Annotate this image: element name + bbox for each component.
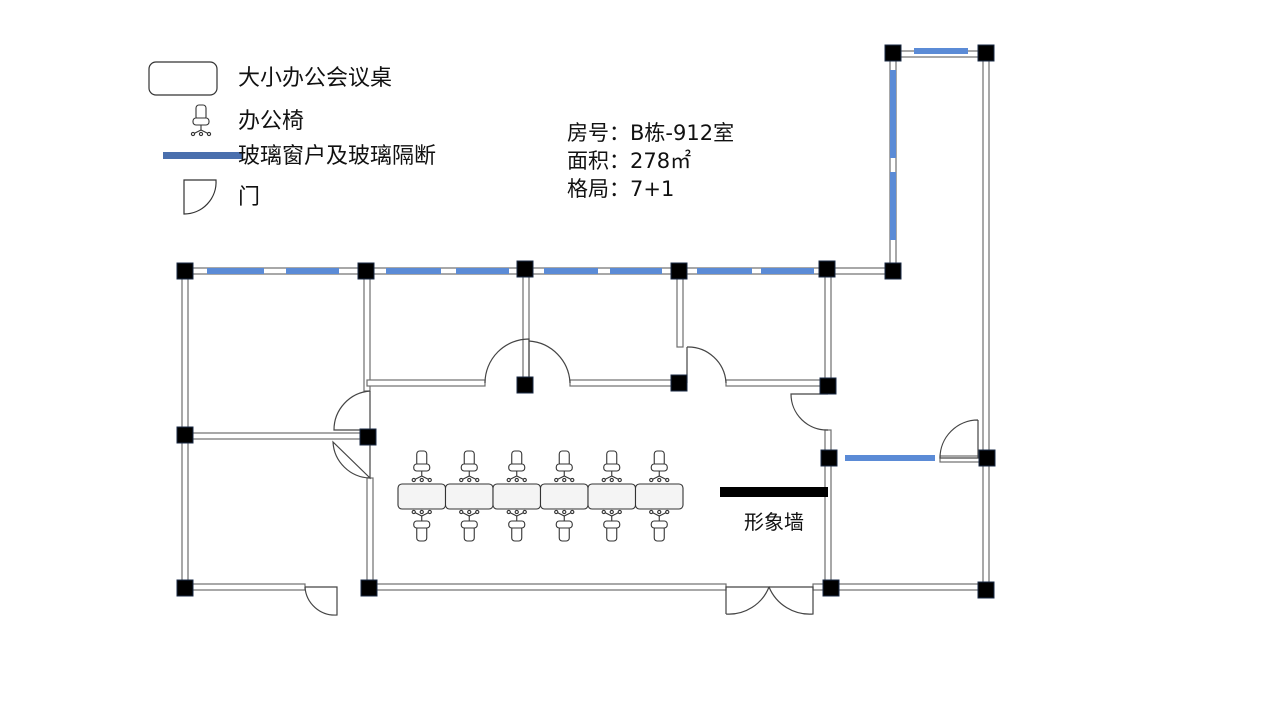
wall-bottom-left [186, 583, 306, 591]
legend-door-icon [183, 179, 217, 215]
column-10 [359, 428, 377, 446]
wall-h-office-bottom-a [366, 379, 486, 387]
column-19 [977, 581, 995, 599]
column-13 [819, 377, 837, 395]
door-main-right[interactable] [768, 586, 814, 615]
door-left-upper[interactable] [333, 390, 371, 431]
wall-v3 [676, 270, 684, 348]
column-1 [176, 262, 194, 280]
wall-top-connector [826, 267, 894, 275]
area-line: 面积：278㎡ [567, 148, 691, 174]
legend-chair-icon [190, 104, 212, 137]
chair-bottom-3 [506, 509, 527, 542]
legend-icons [148, 61, 243, 215]
door-office-a[interactable] [484, 338, 530, 384]
chair-bottom-1 [411, 509, 432, 542]
room-number-value: B栋-912室 [630, 121, 735, 145]
column-7 [884, 44, 902, 62]
legend-door-label: 门 [238, 185, 261, 210]
column-15 [978, 449, 996, 467]
column-17 [360, 579, 378, 597]
layout-key: 格局： [567, 177, 630, 201]
column-5 [818, 260, 836, 278]
legend-table-icon [148, 61, 218, 96]
column-12 [670, 374, 688, 392]
column-3 [516, 260, 534, 278]
chair-top-5 [601, 450, 622, 483]
column-18 [822, 579, 840, 597]
wall-h-left-rooms [185, 432, 369, 440]
room-number-key: 房号： [567, 121, 630, 145]
column-2 [357, 262, 375, 280]
door-bottom-left[interactable] [304, 586, 338, 616]
glass-partitions [207, 48, 968, 461]
chair-bottom-4 [554, 509, 575, 542]
layout-line: 格局：7+1 [567, 176, 674, 202]
conference-table-2 [444, 483, 494, 510]
conference-table-4 [539, 483, 589, 510]
column-11 [516, 376, 534, 394]
door-main-left[interactable] [725, 586, 770, 615]
column-8 [977, 44, 995, 62]
door-left-lower[interactable] [332, 440, 371, 480]
doors [304, 338, 979, 616]
legend-glass-label: 玻璃窗户及玻璃隔断 [238, 144, 437, 169]
column-14 [820, 449, 838, 467]
column-16 [176, 579, 194, 597]
conference-table-3 [492, 483, 542, 510]
column-6 [884, 262, 902, 280]
wall-v1-lower [366, 477, 374, 589]
conference-area [397, 450, 684, 542]
legend-table-label: 大小办公会议桌 [238, 66, 393, 91]
door-right-room[interactable] [939, 419, 979, 459]
wall-v4-upper [824, 270, 832, 388]
room-number-line: 房号：B栋-912室 [567, 120, 734, 146]
chair-top-3 [506, 450, 527, 483]
chair-top-2 [459, 450, 480, 483]
wall-v1-upper [363, 270, 371, 392]
image-wall [720, 487, 828, 497]
chair-top-4 [554, 450, 575, 483]
wall-h-office-bottom-c [725, 379, 829, 387]
columns [176, 44, 996, 599]
conference-table-6 [634, 483, 684, 510]
door-office-b[interactable] [528, 340, 571, 384]
legend-chair-label: 办公椅 [238, 109, 305, 134]
legend-glass-icon [163, 152, 243, 159]
chair-top-6 [649, 450, 670, 483]
area-value: 278㎡ [630, 149, 692, 173]
door-right-upper[interactable] [790, 393, 829, 431]
image-wall-label: 形象墙 [744, 510, 804, 534]
area-key: 面积： [567, 149, 630, 173]
column-9 [176, 426, 194, 444]
door-office-c[interactable] [686, 346, 727, 384]
chair-bottom-6 [649, 509, 670, 542]
wall-right-outer [982, 53, 990, 591]
wall-v2 [522, 270, 530, 385]
wall-h-office-bottom-b [569, 379, 679, 387]
column-4 [670, 262, 688, 280]
chair-bottom-2 [459, 509, 480, 542]
conference-table-5 [587, 483, 637, 510]
chair-top-1 [411, 450, 432, 483]
conference-table-1 [397, 483, 447, 510]
layout-value: 7+1 [630, 177, 675, 201]
chair-bottom-5 [601, 509, 622, 542]
wall-bottom-mid [368, 583, 727, 591]
